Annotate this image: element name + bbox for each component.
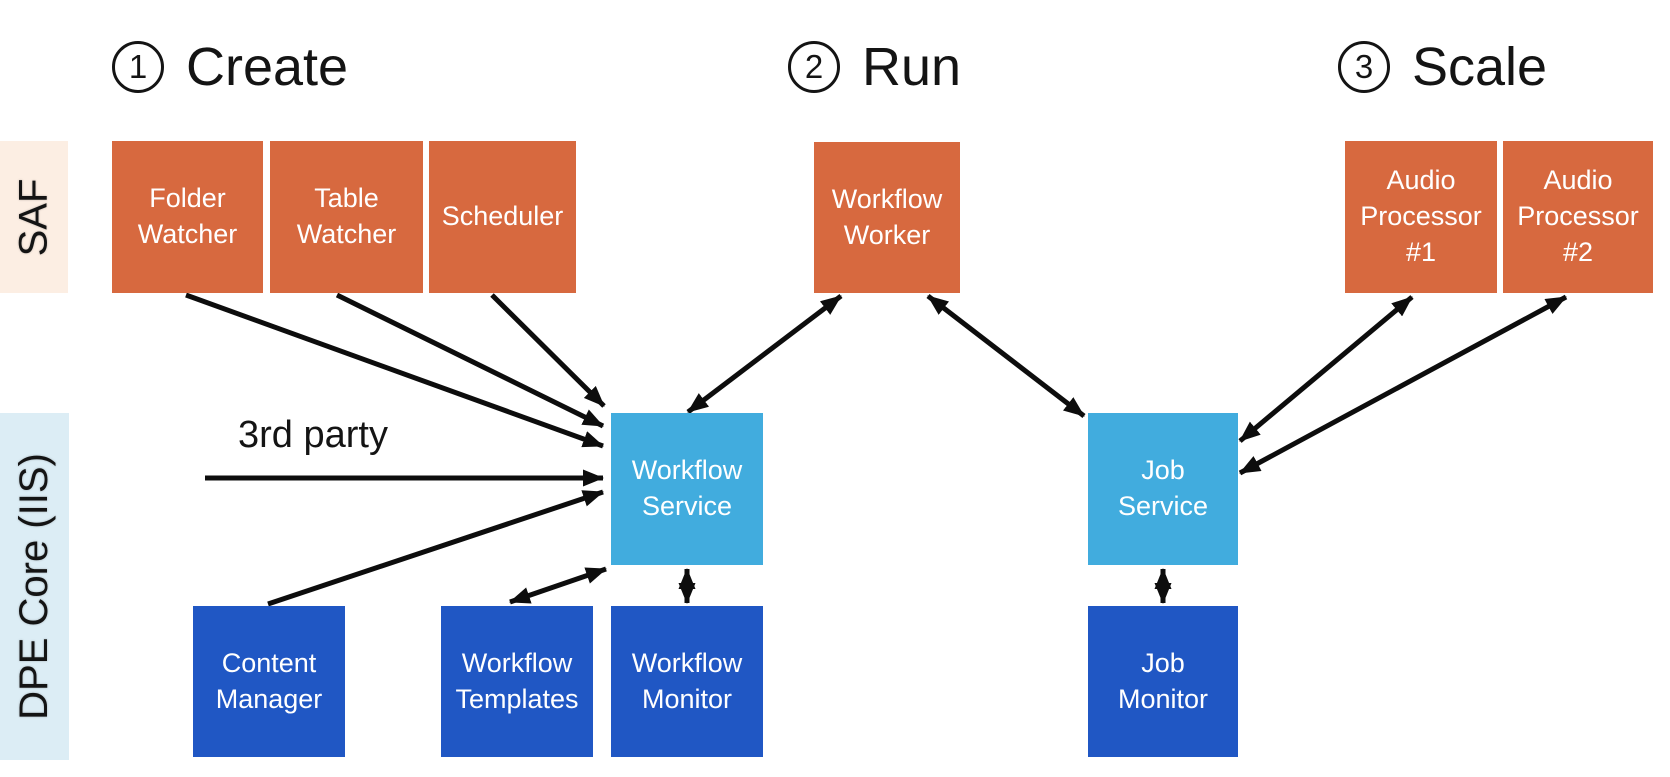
arrow-scheduler-to-workflow-service bbox=[490, 293, 606, 408]
arrow-job-service-audio-processor-1 bbox=[1238, 295, 1414, 443]
node-workflow-service: Workflow Service bbox=[611, 413, 763, 565]
node-job-monitor: Job Monitor bbox=[1088, 606, 1238, 757]
phase-label-scale: Scale bbox=[1412, 37, 1548, 97]
node-folder-watcher: Folder Watcher bbox=[112, 141, 263, 293]
arrow-workflow-worker-job-service bbox=[926, 294, 1086, 418]
node-job-service: Job Service bbox=[1088, 413, 1238, 565]
lane-saf-label: SAF bbox=[11, 178, 56, 256]
lane-saf: SAF bbox=[0, 141, 68, 293]
lane-dpe-core-iis: DPE Core (IIS) bbox=[0, 413, 69, 760]
node-audio-processor-1: Audio Processor #1 bbox=[1345, 141, 1497, 293]
arrow-workflow-service-workflow-worker bbox=[686, 294, 843, 414]
arrow-job-service-audio-processor-2 bbox=[1238, 294, 1568, 476]
node-workflow-templates: Workflow Templates bbox=[441, 606, 593, 757]
phase-header-run: 2 Run bbox=[788, 40, 961, 94]
node-table-watcher: Table Watcher bbox=[270, 141, 423, 293]
phase-label-run: Run bbox=[862, 37, 962, 97]
node-scheduler: Scheduler bbox=[429, 141, 576, 293]
phase-label-create: Create bbox=[186, 37, 349, 97]
node-audio-processor-2: Audio Processor #2 bbox=[1503, 141, 1653, 293]
arrow-table-watcher-to-workflow-service bbox=[335, 292, 605, 429]
circled-number-3-icon: 3 bbox=[1338, 41, 1390, 93]
circled-number-1-icon: 1 bbox=[112, 41, 164, 93]
node-content-manager: Content Manager bbox=[193, 606, 345, 757]
lane-dpe-core-iis-label: DPE Core (IIS) bbox=[12, 453, 56, 720]
arrow-workflow-service-workflow-templates bbox=[509, 566, 607, 605]
arrow-content-manager-to-workflow-service bbox=[267, 489, 604, 607]
circled-number-2-icon: 2 bbox=[788, 41, 840, 93]
phase-header-scale: 3 Scale bbox=[1338, 40, 1547, 94]
node-workflow-worker: Workflow Worker bbox=[814, 142, 960, 293]
phase-header-create: 1 Create bbox=[112, 40, 348, 94]
third-party-label: 3rd party bbox=[238, 414, 388, 456]
node-workflow-monitor: Workflow Monitor bbox=[611, 606, 763, 757]
